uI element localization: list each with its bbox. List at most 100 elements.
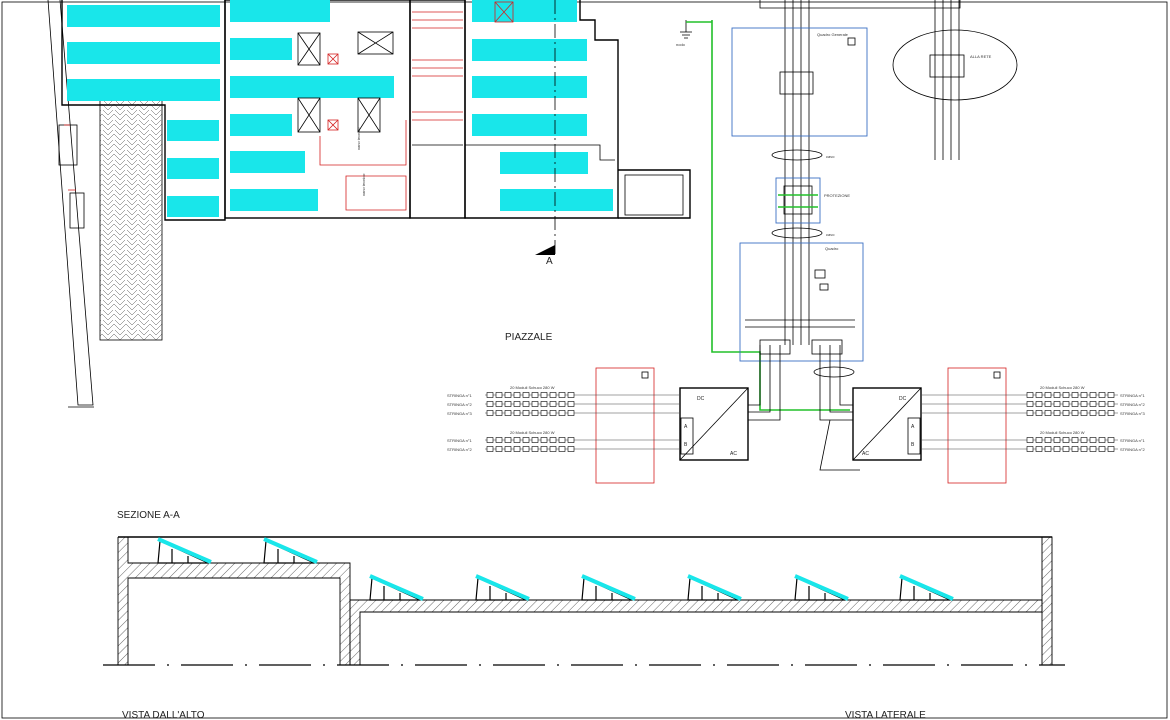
pv-module [495,392,503,398]
pv-panel-row [472,39,587,61]
pv-panel-row [167,158,219,179]
pv-module [1080,446,1088,452]
pv-module [558,437,566,443]
pv-module [486,437,494,443]
string-box-left [595,367,655,484]
section-arrow [535,245,555,255]
pv-module [1062,410,1070,416]
utility-meter [892,29,1018,101]
pv-module [1062,392,1070,398]
pv-module [1080,437,1088,443]
svg-text:ALLA RETE: ALLA RETE [970,54,992,59]
pv-module [1107,446,1115,452]
pv-module [540,401,548,407]
inverter-left-ac: AC [730,451,737,457]
svg-text:vano tecnico: vano tecnico [356,127,361,150]
string-label-right: STRINGA n°1 [1120,393,1145,398]
annex [618,169,691,219]
pv-module [1035,401,1043,407]
pv-module [540,446,548,452]
pv-module [558,401,566,407]
string-label-left: STRINGA n°1 [447,393,472,398]
pv-module [495,410,503,416]
pv-module [540,392,548,398]
pv-module [1035,437,1043,443]
tilted-pv-panel [687,574,742,601]
section-title: SEZIONE A-A [117,510,180,521]
piazzale-label: PIAZZALE [505,332,553,343]
pv-module [1107,410,1115,416]
pv-module [486,401,494,407]
ramp-paving [99,96,163,341]
electrical-schematic: nodo Quadro Generale ALLA RETE cavo cavo [447,0,1145,484]
pv-panel-row [472,76,587,98]
pv-panel-row [167,120,219,141]
pv-module [1035,392,1043,398]
pv-module [1107,437,1115,443]
pv-module [1098,410,1106,416]
inverter-left-input-b: B [684,442,688,448]
pv-module [486,410,494,416]
pv-module [1062,401,1070,407]
svg-text:Quadro: Quadro [825,246,839,251]
pv-module [558,446,566,452]
pv-module [540,437,548,443]
pv-module [567,446,575,452]
pv-module [1071,410,1079,416]
pv-module [495,401,503,407]
pv-module [531,446,539,452]
svg-text:cavo: cavo [826,154,835,159]
pv-module [504,446,512,452]
pv-module [1026,401,1034,407]
pv-panel-row [500,189,613,211]
tilted-pv-panel [263,537,318,564]
tilted-pv-panel [794,574,849,601]
pv-panel-row [230,114,292,136]
pv-module [567,410,575,416]
tilted-pv-panel [475,574,530,601]
svg-text:Quadro Generale: Quadro Generale [817,32,849,37]
tilted-pv-panel [899,574,954,601]
ramp-window-2 [69,192,85,229]
pv-module [1089,437,1097,443]
pv-module [558,392,566,398]
pv-panel-row [472,114,587,136]
view-side-label: VISTA LATERALE [845,710,926,720]
pv-module [549,392,557,398]
pv-module [504,401,512,407]
pv-panel-row [230,0,330,22]
pv-panel-row [230,189,318,211]
pv-module [1107,401,1115,407]
pv-panel-row [67,79,220,101]
earth-conductor [686,20,850,411]
pv-module [558,410,566,416]
inverter-right-dc: DC [899,396,907,402]
section-marker: A [546,256,553,267]
lower-roof-slab [349,599,1043,666]
pv-panel-row [67,42,220,64]
pv-module [549,401,557,407]
pv-module [1089,392,1097,398]
building-block-4 [464,0,619,219]
inverter-right-input-b: B [911,442,915,448]
pv-panel-row [230,151,305,173]
parallel-board [739,242,864,362]
pv-module [531,437,539,443]
right-wall [1041,536,1053,666]
pv-module [549,446,557,452]
inverter-left-dc: DC [697,396,705,402]
pv-module [513,410,521,416]
string-label-right: STRINGA n°1 [1120,438,1145,443]
pv-module [486,392,494,398]
pv-module [1053,410,1061,416]
pv-module [1026,392,1034,398]
tilted-pv-panel [157,537,212,564]
pv-module [1098,401,1106,407]
tilted-pv-panel [369,574,424,601]
pv-module [486,446,494,452]
pv-module [522,401,530,407]
pv-module [1044,401,1052,407]
pv-module [549,437,557,443]
string-label-right: STRINGA n°2 [1120,402,1145,407]
string-label-left: STRINGA n°1 [447,438,472,443]
